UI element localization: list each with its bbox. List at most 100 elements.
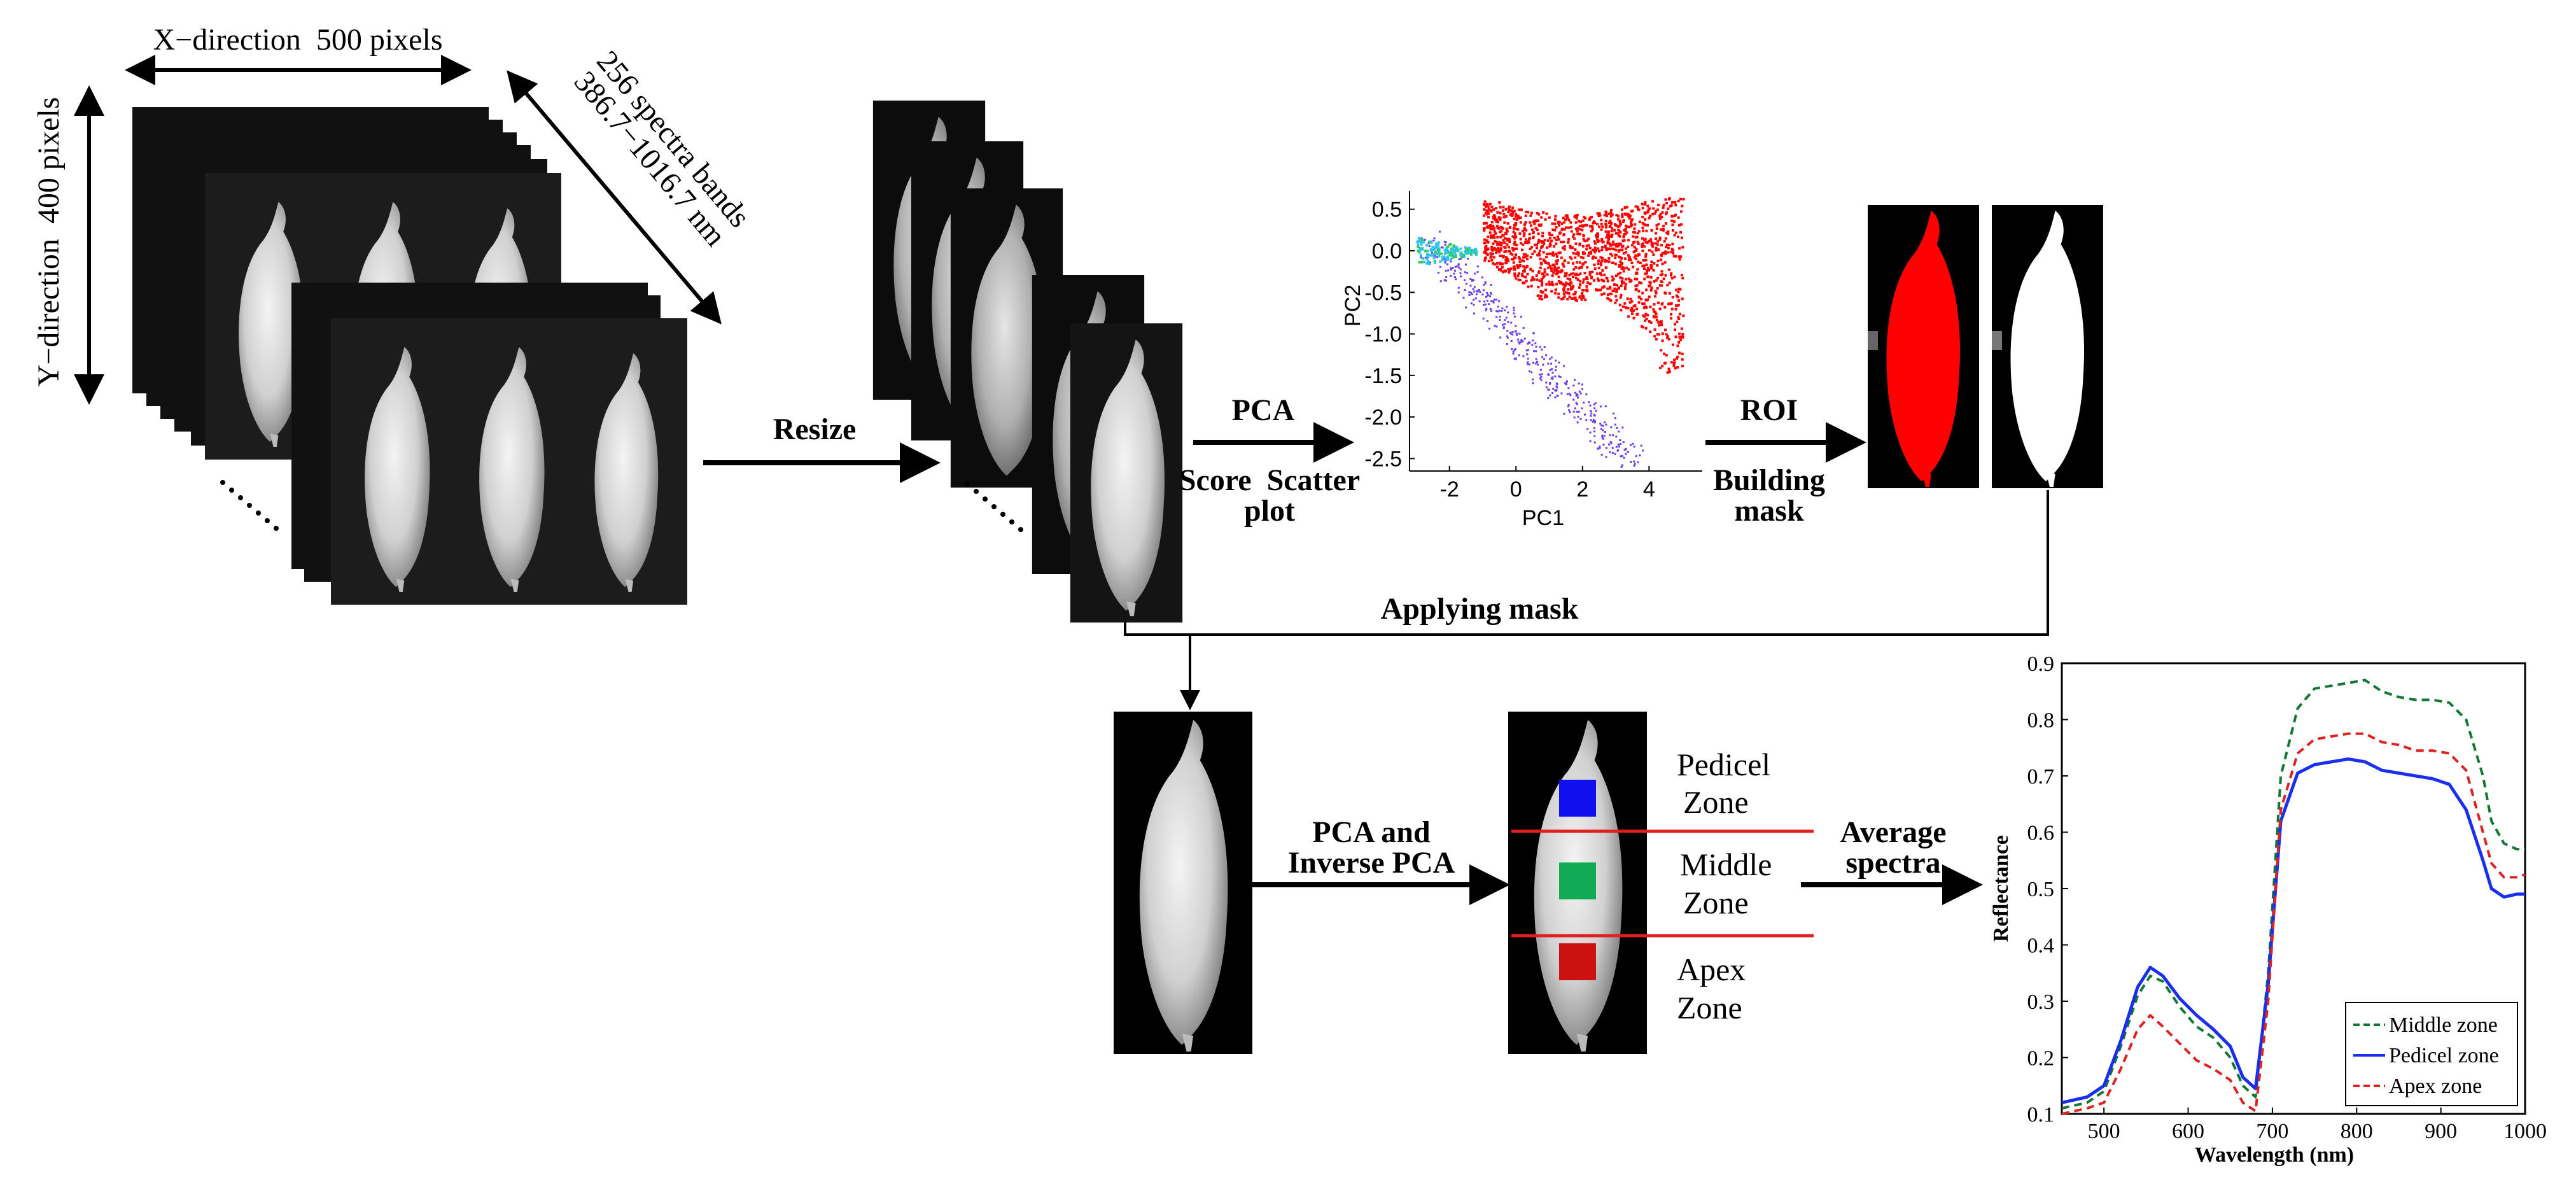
scatter-point: [1573, 416, 1576, 419]
scatter-point: [1551, 222, 1554, 225]
scatter-point: [1508, 250, 1511, 253]
scatter-point: [1474, 272, 1476, 275]
scatter-point: [1679, 288, 1682, 291]
scatter-point: [1499, 319, 1501, 321]
scatter-point: [1489, 224, 1492, 227]
scatter-points: [1416, 197, 1685, 468]
scatter-point: [1635, 307, 1639, 311]
scatter-point: [1620, 293, 1623, 297]
scatter-point: [1662, 229, 1665, 232]
scatter-point: [1441, 255, 1445, 258]
scatter-point: [1681, 246, 1684, 249]
scatter-point: [1529, 214, 1532, 217]
scatter-point: [1478, 288, 1480, 291]
scatter-point: [1667, 207, 1670, 210]
scatter-point: [1618, 255, 1621, 258]
scatter-point: [1679, 339, 1683, 342]
scatter-point: [1499, 211, 1502, 215]
scatter-point: [1585, 419, 1588, 421]
scatter-point: [1466, 252, 1469, 255]
scatter-point: [1658, 215, 1662, 218]
scatter-point: [1505, 316, 1508, 319]
pedicel-zone-label-2: Zone: [1683, 784, 1749, 820]
scatter-point: [1588, 218, 1591, 221]
scatter-point: [1531, 269, 1534, 272]
scatter-point: [1600, 218, 1603, 222]
scatter-point: [1593, 251, 1597, 254]
scatter-point: [1578, 279, 1581, 283]
scatter-point: [1464, 264, 1467, 266]
scatter-point: [1523, 223, 1526, 227]
scatter-point: [1527, 341, 1530, 344]
scatter-point: [1418, 251, 1421, 254]
scatter-point: [1676, 366, 1679, 369]
scatter-point: [1655, 249, 1658, 252]
scatter-point: [1492, 217, 1495, 220]
scatter-point: [1535, 358, 1537, 360]
scatter-point: [1648, 281, 1651, 284]
scatter-point: [1548, 244, 1551, 248]
scatter-point: [1597, 235, 1600, 238]
spectra-y-tick-label: 0.4: [2027, 934, 2055, 958]
pca-inverse-label-1: PCA and: [1312, 815, 1431, 849]
scatter-point: [1534, 362, 1537, 365]
scatter-point: [1417, 246, 1420, 249]
scatter-point: [1648, 320, 1651, 323]
scatter-point: [1543, 268, 1546, 271]
scatter-point: [1617, 218, 1620, 221]
scatter-point: [1568, 274, 1571, 277]
scatter-point: [1645, 318, 1648, 321]
scatter-point: [1454, 265, 1457, 268]
scatter-point: [1681, 236, 1684, 239]
scatter-point: [1488, 209, 1491, 212]
scatter-point: [1541, 290, 1544, 293]
scatter-point: [1537, 239, 1541, 243]
scatter-point: [1529, 224, 1532, 227]
scatter-point: [1599, 262, 1602, 265]
scatter-point: [1622, 281, 1625, 284]
scatter-point: [1593, 407, 1596, 409]
scatter-point: [1476, 265, 1479, 268]
scatter-point: [1651, 245, 1655, 248]
scatter-point: [1448, 251, 1451, 255]
scatter-point: [1638, 281, 1641, 284]
scatter-point: [1681, 276, 1684, 279]
scatter-point: [1519, 264, 1522, 267]
scatter-point: [1648, 249, 1651, 252]
scatter-point: [1672, 364, 1676, 367]
scatter-point: [1475, 252, 1478, 255]
scatter-point: [1492, 301, 1495, 304]
scatter-point: [1494, 218, 1497, 222]
scatter-point: [1628, 225, 1631, 229]
scatter-point: [1555, 262, 1558, 265]
scatter-point: [1617, 250, 1620, 253]
scatter-point: [1609, 220, 1612, 223]
scatter-point: [1540, 216, 1543, 219]
scatter-point: [1607, 247, 1610, 250]
scatter-point: [1489, 234, 1492, 237]
scatter-point: [1537, 232, 1540, 236]
scatter-point: [1641, 202, 1644, 206]
spectra-x-label: Wavelength (nm): [2195, 1143, 2354, 1167]
scatter-point: [1483, 227, 1486, 230]
scatter-point: [1599, 271, 1602, 274]
scatter-point: [1584, 260, 1587, 264]
scatter-point: [1532, 339, 1534, 342]
scatter-point: [1623, 206, 1627, 209]
scatter-point: [1444, 243, 1446, 246]
scatter-point: [1517, 256, 1520, 259]
scatter-point: [1526, 254, 1529, 257]
scatter-point: [1584, 289, 1587, 292]
spectra-x-tick-label: 800: [2341, 1120, 2373, 1143]
scatter-point: [1525, 279, 1528, 283]
scatter-point: [1628, 216, 1631, 219]
scatter-point: [1445, 241, 1447, 244]
scatter-point: [1513, 268, 1516, 271]
scatter-point: [1579, 283, 1582, 286]
scatter-point: [1589, 225, 1592, 228]
scatter-point: [1572, 272, 1575, 275]
scatter-point: [1582, 234, 1585, 237]
scatter-point: [1585, 285, 1588, 288]
scatter-point: [1536, 246, 1539, 250]
scatter-point: [1433, 260, 1436, 263]
